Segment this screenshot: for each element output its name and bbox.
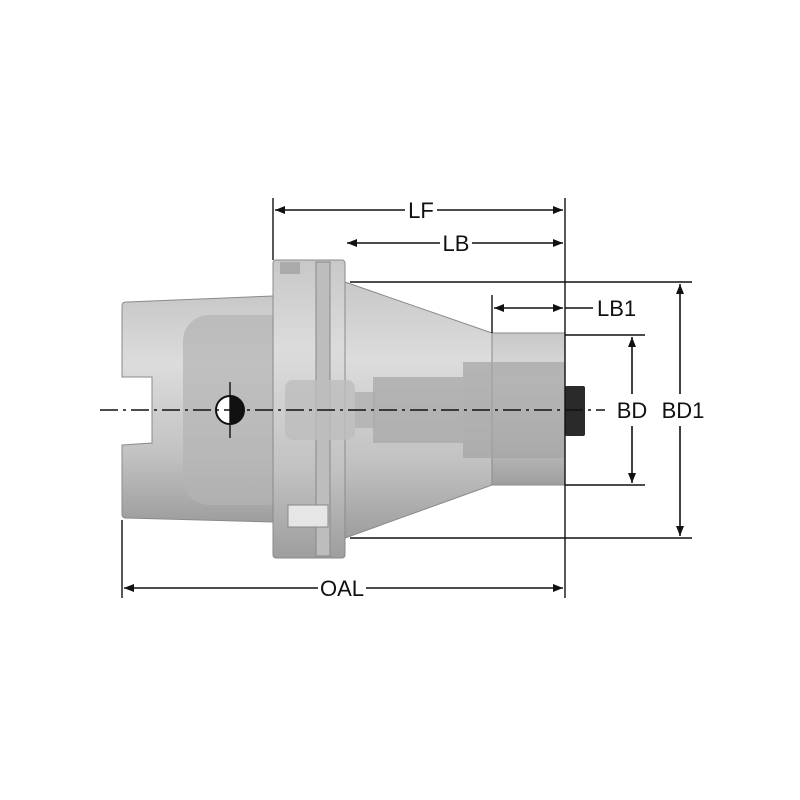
- dimension-lb: LB: [347, 231, 563, 256]
- label-lb: LB: [443, 231, 470, 256]
- dimension-oal: OAL: [124, 576, 563, 601]
- threaded-stub: [565, 386, 585, 436]
- label-lf: LF: [408, 198, 434, 223]
- label-bd1: BD1: [662, 398, 705, 423]
- tool-holder-body: [100, 259, 605, 559]
- extension-lines: [121, 198, 692, 598]
- flange-key-slot-bottom: [287, 504, 329, 528]
- dimension-lb1: LB1: [494, 296, 636, 321]
- label-lb1: LB1: [597, 296, 636, 321]
- label-bd: BD: [617, 398, 648, 423]
- dimension-bd1: BD1: [662, 284, 705, 536]
- flange-key-slot-top: [280, 262, 300, 274]
- dimension-bd: BD: [617, 337, 648, 483]
- dimension-lf: LF: [275, 198, 563, 223]
- label-oal: OAL: [320, 576, 364, 601]
